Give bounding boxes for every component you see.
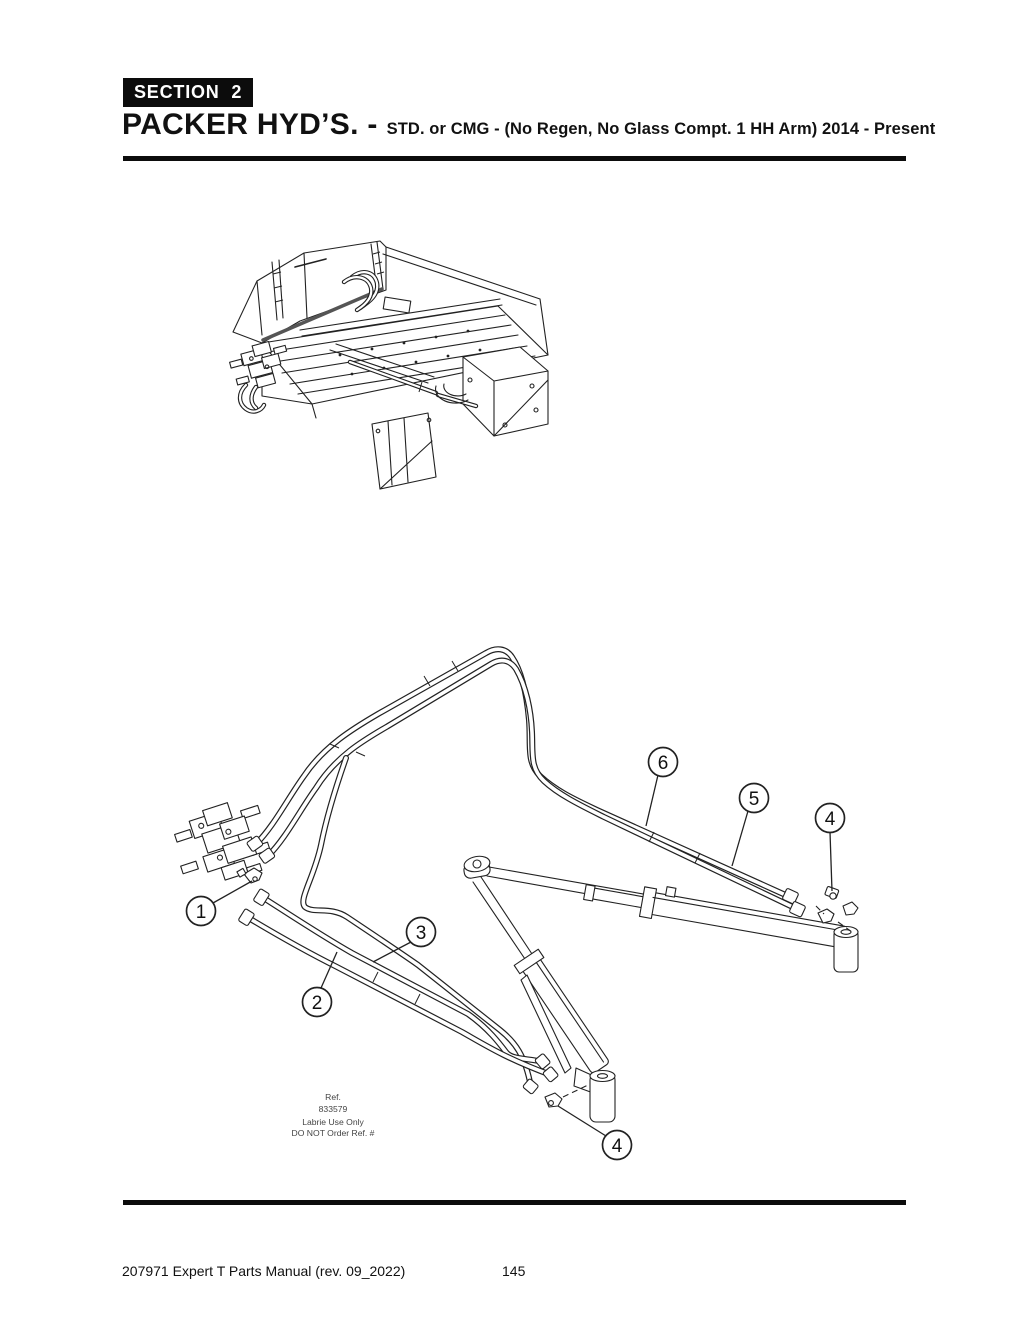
callout-6: 6 [645,746,679,827]
callout-5: 5 [731,782,770,867]
svg-text:2: 2 [312,993,323,1014]
svg-text:Ref.: Ref. [325,1092,341,1102]
packer-cylinder [583,884,859,973]
valve-bank-on-machine [229,340,288,389]
svg-text:833579: 833579 [319,1104,348,1114]
callout-3: 3 [372,916,437,963]
svg-text:6: 6 [658,753,669,774]
svg-text:4: 4 [825,809,836,830]
ref-note: Ref. 833579 Labrie Use Only DO NOT Order… [292,1092,375,1138]
footer-page-number: 145 [502,1263,526,1279]
page-subtitle: STD. or CMG - (No Regen, No Glass Compt.… [386,120,936,138]
hose-6-fitting [246,835,264,852]
svg-text:3: 3 [416,923,427,944]
hose-3-fitting [238,908,255,926]
page-title-row: PACKER HYD’S. - STD. or CMG - (No Regen,… [122,108,935,142]
fitting-elbow-1 [236,867,263,884]
svg-text:1: 1 [196,902,207,923]
fitting-group-bottom [522,1053,589,1108]
callout-1: 1 [185,880,253,927]
hose-5-fitting [258,847,276,864]
arm-pivot-hub [463,855,491,879]
hose-5 [265,657,800,912]
packer-hydraulics-diagram: Ref. 833579 Labrie Use Only DO NOT Order… [174,646,859,1161]
svg-text:DO NOT Order Ref. #: DO NOT Order Ref. # [292,1128,375,1138]
hose-2 [259,894,546,1065]
page-title: PACKER HYD’S. - [122,108,378,141]
packer-assembly-illustration [229,240,549,490]
hose-6-end-fitting [782,888,799,905]
svg-text:Labrie Use Only: Labrie Use Only [302,1117,364,1127]
hose-3 [244,914,554,1078]
footer-manual-title: 207971 Expert T Parts Manual (rev. 09_20… [122,1263,406,1279]
callout-4-bottom: 4 [557,1105,633,1161]
arm-base-tube [573,1067,616,1123]
svg-text:5: 5 [749,789,760,810]
hose-2-fitting [253,888,270,906]
arm-cylinder [472,876,609,1074]
svg-text:4: 4 [612,1136,623,1157]
hose-u-loop [300,755,534,1090]
callout-4-top: 4 [814,802,846,892]
header-rule [123,156,906,161]
footer-rule [123,1200,906,1205]
section-badge: SECTION 2 [123,78,254,107]
callout-2: 2 [301,951,338,1018]
hose-5-end-fitting [789,901,806,918]
fitting-group-right [815,886,859,933]
